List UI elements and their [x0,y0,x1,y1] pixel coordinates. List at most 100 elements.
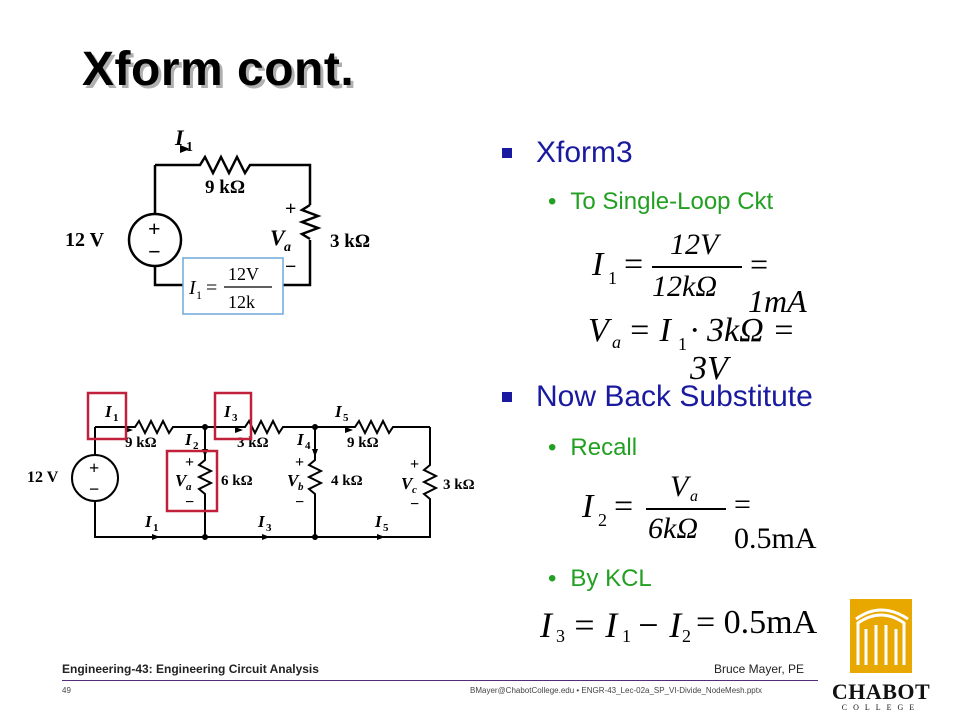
sub-bullet-recall-text: Recall [570,434,638,461]
bullet-back-substitute-text: Now Back Substitute [536,380,813,413]
i4-sub: 4 [305,440,311,452]
i3-top: I [223,402,232,421]
dot-bullet-icon: • [548,188,557,215]
eq1-fraction-bar [652,266,742,268]
slide-title: Xform cont. [82,43,355,96]
eq4-sub2: 2 [682,626,691,646]
footer-author: Bruce Mayer, PE [714,662,805,676]
sub-bullet-kcl-text: By KCL [570,565,652,592]
bullet-xform3-text: Xform3 [536,136,633,169]
eq2-lhs-sub: a [612,332,621,352]
eq2-rhs: · 3kΩ = 3V [690,312,796,387]
src2-minus: − [89,479,99,499]
chabot-logo: CHABOT COLLEGE [830,595,932,715]
vc-v: V [401,474,414,493]
eq1-den: 12kΩ [652,270,718,303]
source-minus: − [148,239,161,264]
eq4-sub1: 1 [622,626,631,646]
va2-plus: + [185,454,194,471]
eq1-lhs: I [592,246,604,283]
eq3-num-sub: a [690,488,698,505]
i3-top-sub: 3 [232,412,238,424]
dot-bullet-icon: • [548,565,557,592]
i1-bot-sub: 1 [153,522,159,534]
sub-bullet-kcl: • By KCL [548,565,652,593]
equation-va: V a = I 1 · 3kΩ = 3V [588,312,838,387]
i5-top: I [334,402,343,421]
src2-plus: + [89,458,99,478]
va-sub: a [284,240,291,255]
square-bullet-icon [502,148,512,158]
current-sub: 1 [186,140,193,155]
eq2-mid: = I [628,312,671,349]
inset-den: 12k [228,292,255,312]
i2-sub: 2 [193,440,199,452]
sub-bullet-single-loop-text: To Single-Loop Ckt [570,188,774,215]
footer-course: Engineering-43: Engineering Circuit Anal… [62,662,319,676]
eq1-equals: = [624,246,644,283]
i5-bot-sub: 5 [383,522,389,534]
current-label: I [174,125,185,150]
res-3k-label: 3 kΩ [330,231,370,252]
i3-bot: I [257,512,266,531]
eq1-rhs: = 1mA [748,246,807,319]
eq4-mid: = I [572,605,618,645]
eq1-lhs-sub: 1 [608,268,617,288]
circuit-original-network: + − 12 V 9 kΩ 3 kΩ 9 kΩ 6 kΩ 4 kΩ 3 kΩ I… [27,391,475,540]
eq4-rhs: = 0.5mA [696,604,818,641]
i5-top-sub: 5 [343,412,349,424]
logo-sub: COLLEGE [841,703,921,712]
vb-v: V [287,471,300,490]
r5-label: 4 kΩ [331,473,363,489]
vc-minus: − [410,496,419,513]
i1-bot: I [144,512,153,531]
r2-label: 3 kΩ [237,435,269,451]
vb-sub: b [298,481,304,493]
eq4-lhs-sub: 3 [556,626,565,646]
r3-label: 9 kΩ [347,435,379,451]
footer-page-number: 49 [62,686,71,695]
vb-minus: − [295,494,304,511]
va2-v: V [175,471,188,490]
vc-sub: c [412,484,417,496]
i5-bot: I [374,512,383,531]
inset-num: 12V [228,264,259,284]
vb-plus: + [295,454,304,471]
sub-bullet-recall: • Recall [548,434,637,462]
eq3-equals: = [614,488,634,525]
eq3-fraction-bar [646,508,726,510]
eq1-num: 12V [670,228,719,261]
equation-i1: I 1 = 12V 12kΩ = 1mA [592,228,832,319]
circuit-single-loop: + − 12 V I 1 9 kΩ 3 kΩ + − V a I 1 = 12V… [65,125,370,315]
eq2-lhs: V [588,312,609,349]
eq4-lhs: I [540,605,552,645]
eq3-rhs: = 0.5mA [734,488,817,555]
res-9k-label: 9 kΩ [205,177,245,198]
highlight-va [165,449,219,513]
square-bullet-icon [502,392,512,402]
r6-label: 3 kΩ [443,477,475,493]
va-plus: + [285,198,296,220]
bullet-back-substitute: Now Back Substitute [502,380,813,414]
eq3-den: 6kΩ [648,512,699,545]
highlight-i3 [213,391,253,441]
source-label: 12 V [65,229,105,251]
inset-eq: = [206,277,217,299]
inset-lhs-sub: 1 [196,288,202,302]
equation-i2: I 2 = V a 6kΩ = 0.5mA [582,470,832,555]
bullet-xform3: Xform3 [502,136,633,170]
dot-bullet-icon: • [548,434,557,461]
eq3-lhs-sub: 2 [598,510,607,530]
eq2-mid-sub: 1 [678,334,687,354]
i1-top: I [104,402,113,421]
sub-bullet-single-loop: • To Single-Loop Ckt [548,188,773,216]
logo-name: CHABOT [831,679,931,704]
i2-label: I [184,430,193,449]
va2-minus: − [185,494,194,511]
inset-box [182,257,284,315]
footer-divider [62,680,818,681]
highlight-i1 [86,391,128,441]
chabot-building-icon [850,599,912,673]
va2-sub: a [186,481,192,493]
source-plus: + [148,216,161,241]
